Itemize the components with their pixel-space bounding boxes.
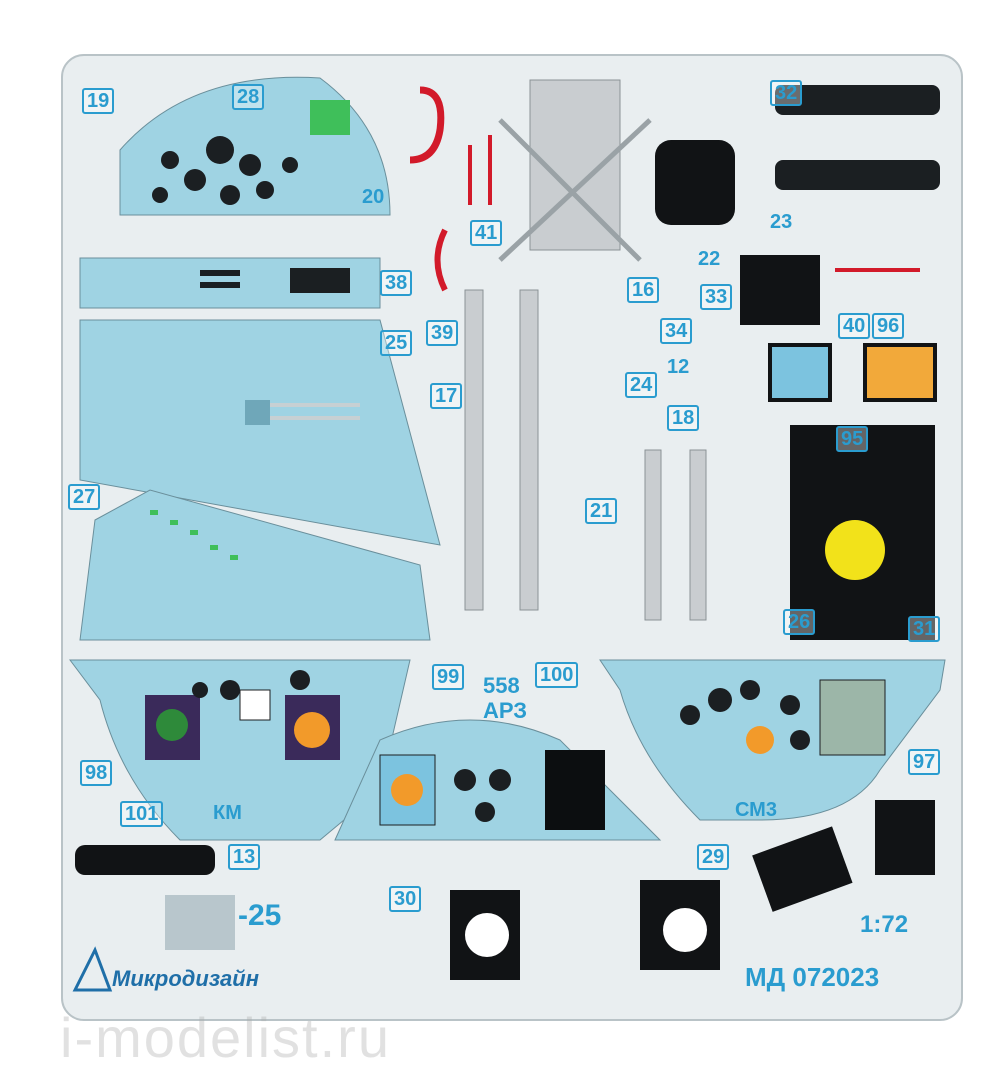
side-console-27 xyxy=(79,489,431,641)
side-console-25 xyxy=(79,319,441,546)
part-number: 19 xyxy=(82,88,115,114)
code-558: 558 xyxy=(483,673,520,698)
part-number: 32 xyxy=(770,80,803,106)
part-number: 40 xyxy=(838,313,871,339)
part-number: 100 xyxy=(535,662,579,688)
part-number: 12 xyxy=(667,356,690,378)
code-ar3: АРЗ xyxy=(483,698,528,723)
part-number: 30 xyxy=(389,886,422,912)
part-number: 16 xyxy=(627,277,660,303)
part-number: 34 xyxy=(660,318,693,344)
label-sm3: СМ3 xyxy=(735,799,777,821)
part-number: 24 xyxy=(625,372,658,398)
article-number: МД 072023 xyxy=(745,962,880,992)
scale-label: 1:72 xyxy=(860,911,909,938)
part-number: 13 xyxy=(228,844,261,870)
maker-logo-mark xyxy=(72,946,113,992)
part-number: 41 xyxy=(470,220,503,246)
part-number: 17 xyxy=(430,383,463,409)
part-number: 38 xyxy=(380,270,413,296)
part-number: 28 xyxy=(232,84,265,110)
part-number: 31 xyxy=(908,616,941,642)
part-number: 26 xyxy=(783,609,816,635)
part-number: 18 xyxy=(667,405,700,431)
part-number: 97 xyxy=(908,749,941,775)
panel-28-dials xyxy=(152,136,298,205)
part-number: 33 xyxy=(700,284,733,310)
part-number: 98 xyxy=(80,760,113,786)
part-number: 29 xyxy=(697,844,730,870)
part-33-black xyxy=(740,255,820,325)
part-number: 25 xyxy=(380,330,413,356)
title-suffix: -25 xyxy=(238,899,282,932)
part-number: 20 xyxy=(362,186,385,208)
part-number: 23 xyxy=(770,211,793,233)
part-number: 101 xyxy=(120,801,164,827)
part-number: 99 xyxy=(432,664,465,690)
part-number: 95 xyxy=(836,426,869,452)
watermark: i-modelist.ru xyxy=(60,1006,391,1069)
part-number: 96 xyxy=(872,313,905,339)
masked-logo-block xyxy=(165,895,235,950)
part-number: 21 xyxy=(585,498,618,524)
part-number: 27 xyxy=(68,484,101,510)
part-number: 22 xyxy=(698,248,721,270)
label-km: КМ xyxy=(213,802,242,824)
part-number: 39 xyxy=(426,320,459,346)
yellow-indicator xyxy=(825,520,885,580)
maker-name: Микродизайн xyxy=(112,966,260,991)
